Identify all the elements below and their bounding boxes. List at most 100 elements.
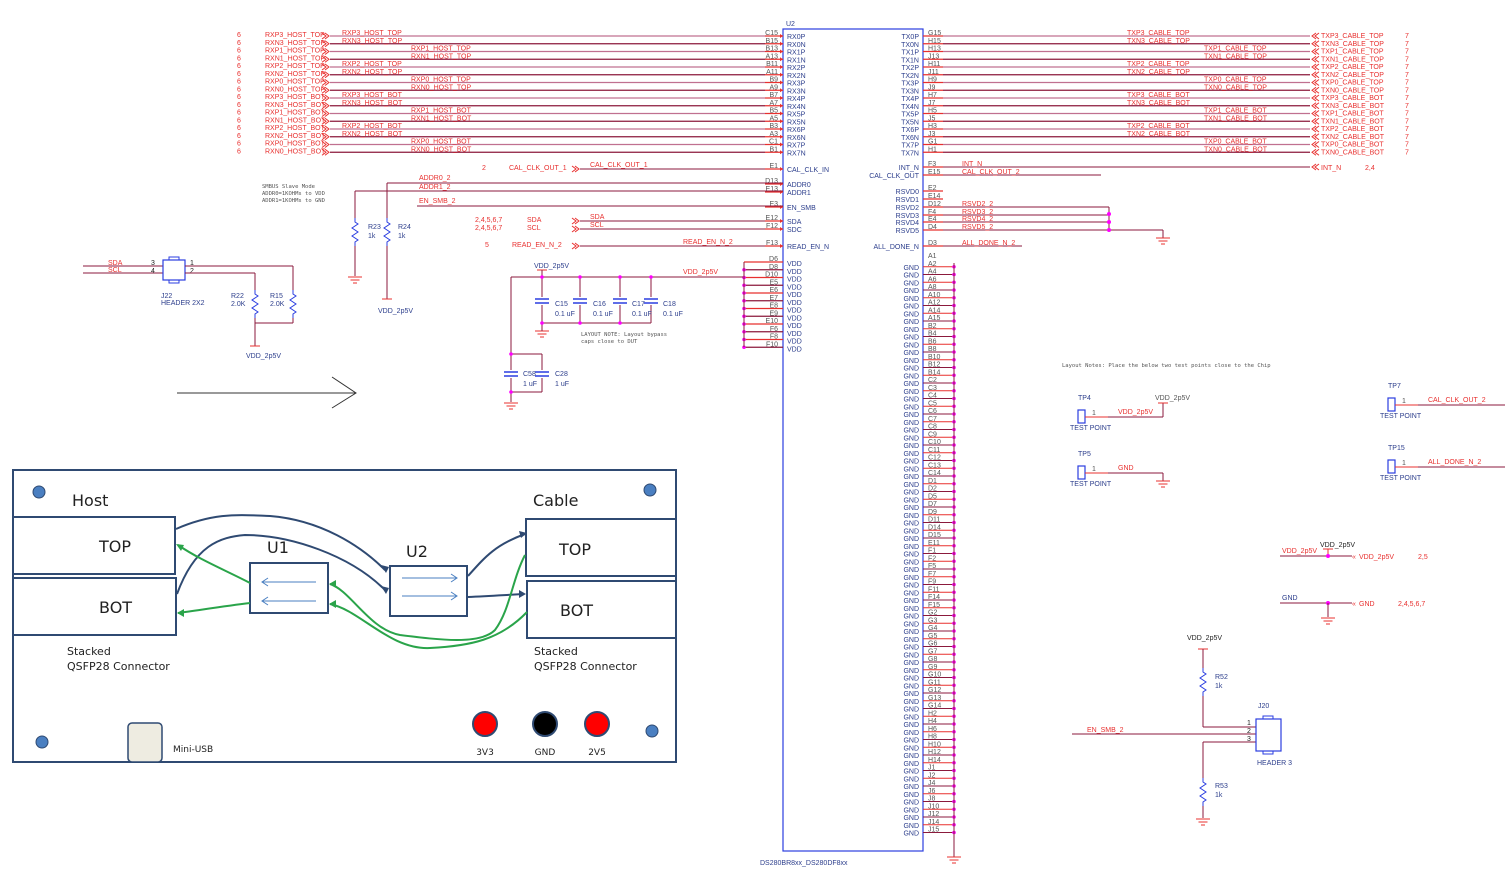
input-arrow-icon — [780, 57, 783, 62]
vdd-symbol-label: VDD_2p5V — [1155, 395, 1190, 402]
rx-wire-label: RXP0_HOST_TOP — [411, 77, 471, 84]
u2-pin-name: EN_SMB — [787, 205, 816, 212]
u2-pin-number: E9 — [769, 310, 778, 317]
u2-refdes: U2 — [786, 21, 795, 28]
u2-pin-number: A4 — [928, 269, 937, 276]
r22-value: 2.0K — [231, 301, 246, 308]
tx-wire-label: TXP0_CABLE_BOT — [1204, 139, 1267, 146]
u2-pin-name: GND — [903, 660, 919, 667]
r15-value: 2.0K — [270, 301, 285, 308]
j22-refdes: J22 — [161, 293, 172, 300]
u2-pin-name: RX4N — [787, 104, 806, 111]
u2-pin-number: E10 — [766, 318, 779, 325]
u2-pin-number: D13 — [765, 178, 778, 185]
j22-vdd-label: VDD_2p5V — [246, 353, 281, 360]
offpage-connector-icon — [1311, 55, 1317, 63]
u2-pin-name: RX6N — [787, 135, 806, 142]
u2-pin-number: G1 — [928, 139, 937, 146]
banana-jack-icon — [532, 711, 558, 737]
u2-pin-number: B8 — [928, 346, 937, 353]
r52-refdes: R52 — [1215, 674, 1228, 681]
offpage-connector-icon — [1314, 55, 1320, 63]
caps-vdd-label: VDD_2p5V — [534, 263, 569, 270]
power-ports: VDD_2p5V VDD_2p5V « VDD_2p5V 2,5 GND « G… — [1280, 542, 1428, 625]
u2-pin-number: D2 — [928, 486, 937, 493]
offpage-connector-icon — [1314, 102, 1320, 110]
u2-pin-name: GND — [903, 373, 919, 380]
offpage-connector-icon — [1314, 79, 1320, 86]
control-net-label: CAL_CLK_OUT_2 — [962, 169, 1020, 176]
u2-pin-number: H9 — [928, 77, 937, 84]
usb-label: Mini-USB — [173, 745, 213, 755]
u2-pin-number: E2 — [928, 185, 937, 192]
u2-pin-number: J15 — [928, 827, 939, 834]
u2-pin-name: GND — [903, 552, 919, 559]
rx-wire-label: RXN3_HOST_BOT — [342, 100, 403, 107]
mini-usb-icon — [127, 722, 163, 763]
test-point-label: TEST POINT — [1070, 481, 1112, 488]
tx-wire-label: TXN1_CABLE_BOT — [1204, 115, 1268, 122]
u2-pin-name: GND — [903, 389, 919, 396]
u2-pin-number: C15 — [765, 30, 778, 37]
u2-pin-number: B3 — [769, 123, 778, 130]
offpage-connector-icon — [324, 94, 330, 102]
u2-pin-name: TX6N — [901, 135, 919, 142]
test-point-net: GND — [1118, 465, 1134, 472]
offpage-connector-icon — [321, 133, 327, 141]
smbus-note-line: SMBUS Slave Mode — [262, 184, 315, 190]
u2-pin-number: D6 — [769, 256, 778, 263]
gnd-port-arrow-icon: « — [1352, 601, 1356, 608]
u2-pin-name: TX2P — [901, 65, 919, 72]
u2-pin-number: H15 — [928, 38, 941, 45]
r23-refdes: R23 — [368, 224, 381, 231]
cable-port-sheet-ref: 7 — [1405, 87, 1409, 94]
u2-pin-name: RSVD3 — [896, 213, 919, 220]
test-point-refdes: TP5 — [1078, 451, 1091, 458]
host-port-name: RXP2_HOST_TOP — [265, 63, 325, 70]
vdd-port-arrow-icon: « — [1352, 554, 1356, 561]
junction-dot — [509, 352, 513, 356]
test-point-pin: 1 — [1402, 398, 1406, 405]
offpage-connector-icon — [574, 225, 580, 233]
u2-pin-number: B10 — [928, 354, 941, 361]
u2-pin-name: GND — [903, 807, 919, 814]
testpoint-layout-note: Layout Notes: Place the below two test p… — [1062, 363, 1271, 369]
u2-pin-number: H2 — [928, 710, 937, 717]
u2-pin-number: G6 — [928, 641, 937, 648]
control-net-label: RSVD5_2 — [962, 224, 993, 231]
r24-value: 1k — [398, 233, 406, 240]
u2-pin-name: RX5P — [787, 112, 806, 119]
u2-pin-name: GND — [903, 745, 919, 752]
u2-pin-name: GND — [903, 536, 919, 543]
j22-pin: 4 — [151, 268, 155, 275]
host-port-sheet-ref: 6 — [237, 133, 241, 140]
u2-pin-name: GND — [903, 319, 919, 326]
u2-pin-name: RX1P — [787, 50, 806, 57]
host-port-name: RXP2_HOST_BOT — [265, 125, 326, 132]
offpage-connector-icon — [1314, 133, 1320, 141]
u2-pin-number: E12 — [766, 215, 779, 222]
host-port-sheet-ref: 6 — [237, 79, 241, 86]
test-point-net: CAL_CLK_OUT_2 — [1428, 397, 1486, 404]
u2-pin-number: G12 — [928, 687, 941, 694]
u2-pin-name: VDD — [787, 300, 802, 307]
test-point-net: VDD_2p5V — [1118, 409, 1153, 416]
junction-dot — [540, 321, 544, 325]
u2-pin-number: F9 — [928, 579, 936, 586]
host-top-connector — [12, 516, 176, 575]
u2-pin-name: GND — [903, 459, 919, 466]
host-caption: Stacked — [67, 645, 111, 658]
u2-pin-number: H11 — [928, 61, 940, 68]
u2-pin-name: TX5N — [901, 119, 919, 126]
u2-part-number: DS280BR8xx_DS280DF8xx — [760, 860, 848, 867]
u1-label: U1 — [267, 538, 289, 557]
j22-net-scl: SCL — [108, 267, 122, 274]
u2-pin-number: B9 — [769, 77, 778, 84]
j20-pin: 3 — [1247, 736, 1251, 743]
u2-pin-name: TX1N — [901, 57, 919, 64]
u2-pin-name: GND — [903, 823, 919, 830]
u2-pin-number: B6 — [928, 338, 937, 345]
input-arrow-icon — [780, 34, 783, 38]
u2-pin-name: GND — [903, 738, 919, 745]
junction-dot — [618, 321, 622, 325]
